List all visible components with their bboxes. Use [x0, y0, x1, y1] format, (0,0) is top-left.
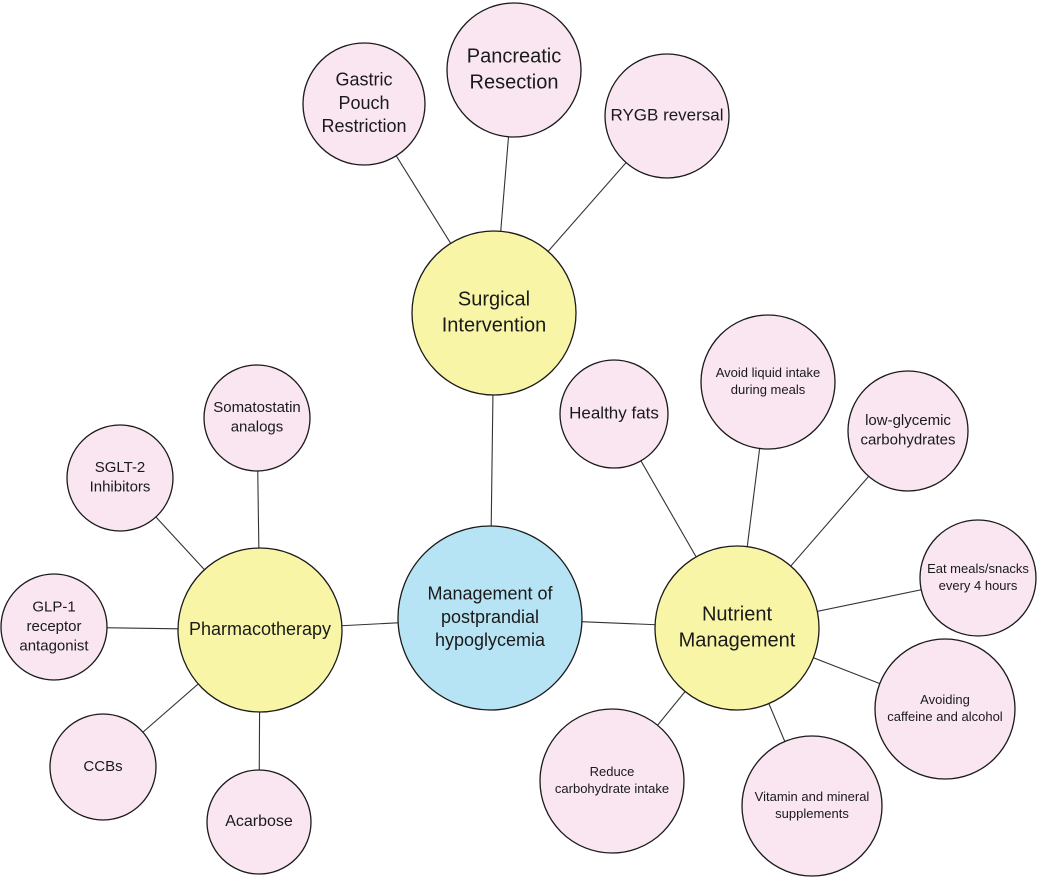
node-vitamin: Vitamin and mineral supplements [741, 735, 883, 877]
pancreatic-label-line: Resection [470, 71, 559, 93]
sglt2-label-line: Inhibitors [90, 479, 151, 496]
avoid-liquid-label-line: Avoid liquid intake [716, 365, 821, 380]
surgical-circle [411, 230, 577, 396]
node-avoid-caffeine: Avoiding caffeine and alcohol [874, 638, 1016, 780]
rygb-circle [604, 53, 730, 179]
node-central: Management of postprandial hypoglycemia [397, 525, 583, 711]
reduce-carb-label-line: carbohydrate intake [555, 781, 669, 796]
nutrient-label-line: Management [679, 629, 796, 651]
acarbose-circle [206, 769, 312, 875]
gastric-label-line: Restriction [321, 116, 406, 136]
reduce-carb-circle [539, 708, 685, 854]
avoid-caffeine-label-line: Avoiding [920, 692, 970, 707]
avoid-liquid-circle [700, 314, 836, 450]
glp1-label-line: GLP-1 [32, 598, 75, 615]
somatostatin-circle [203, 364, 311, 472]
central-label-line: postprandial [441, 607, 539, 627]
node-healthy-fats: Healthy fats [559, 359, 669, 469]
eat-meals-label-line: every 4 hours [939, 578, 1018, 593]
pancreatic-circle [446, 2, 582, 138]
avoid-liquid-label-line: during meals [731, 382, 806, 397]
central-label-line: hypoglycemia [435, 630, 546, 650]
node-ccbs: CCBs [49, 713, 157, 821]
eat-meals-circle [919, 519, 1037, 637]
healthy-fats-label-line: Healthy fats [569, 403, 659, 422]
somatostatin-label-line: Somatostatin [213, 399, 301, 416]
avoid-caffeine-circle [874, 638, 1016, 780]
gastric-label-line: Gastric [335, 69, 392, 89]
reduce-carb-label-line: Reduce [590, 764, 635, 779]
glp1-label-line: receptor [26, 618, 81, 635]
avoid-caffeine-label-line: caffeine and alcohol [887, 709, 1003, 724]
sglt2-circle [66, 424, 174, 532]
pancreatic-label-line: Pancreatic [467, 45, 562, 67]
vitamin-label-line: supplements [775, 806, 849, 821]
node-rygb: RYGB reversal [604, 53, 730, 179]
surgical-label-line: Surgical [458, 288, 530, 310]
low-glycemic-circle [847, 370, 969, 492]
node-low-glycemic: low-glycemic carbohydrates [847, 370, 969, 492]
surgical-label-line: Intervention [442, 314, 547, 336]
central-label-line: Management of [427, 583, 553, 603]
low-glycemic-label-line: carbohydrates [860, 432, 955, 449]
node-reduce-carb: Reduce carbohydrate intake [539, 708, 685, 854]
somatostatin-label-line: analogs [231, 419, 284, 436]
node-eat-meals: Eat meals/snacks every 4 hours [919, 519, 1037, 637]
eat-meals-label-line: Eat meals/snacks [927, 561, 1029, 576]
pharma-circle [177, 547, 343, 713]
sglt2-label-line: SGLT-2 [95, 459, 146, 476]
node-somatostatin: Somatostatin analogs [203, 364, 311, 472]
nutrient-label-line: Nutrient [702, 603, 772, 625]
vitamin-circle [741, 735, 883, 877]
ccbs-circle [49, 713, 157, 821]
ccbs-label-line: CCBs [83, 758, 122, 775]
node-glp1: GLP-1 receptor antagonist [0, 573, 108, 681]
pharma-label-line: Pharmacotherapy [189, 619, 331, 639]
node-avoid-liquid: Avoid liquid intake during meals [700, 314, 836, 450]
nutrient-circle [654, 545, 820, 711]
low-glycemic-label-line: low-glycemic [865, 412, 951, 429]
glp1-circle [0, 573, 108, 681]
vitamin-label-line: Vitamin and mineral [755, 789, 870, 804]
glp1-label-line: antagonist [19, 637, 89, 654]
edges-layer [53, 69, 979, 823]
central-circle [397, 525, 583, 711]
gastric-circle [302, 42, 426, 166]
healthy-fats-circle [559, 359, 669, 469]
gastric-label-line: Pouch [338, 93, 389, 113]
node-pharma: Pharmacotherapy [177, 547, 343, 713]
acarbose-label-line: Acarbose [225, 813, 293, 830]
rygb-label-line: RYGB reversal [610, 105, 723, 124]
node-acarbose: Acarbose [206, 769, 312, 875]
